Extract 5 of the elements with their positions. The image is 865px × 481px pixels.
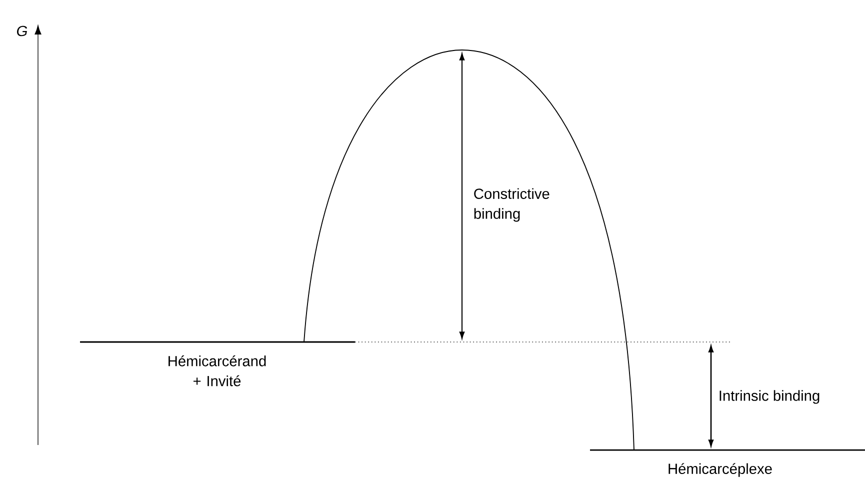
axis-label: G xyxy=(17,26,28,36)
level-label: Hémicarcéplexe xyxy=(668,463,772,477)
energy-label: Intrinsic binding xyxy=(720,390,820,404)
level-label: Hémicarcérand + Invité xyxy=(168,355,266,386)
energy-label: Constrictive binding xyxy=(474,188,550,222)
